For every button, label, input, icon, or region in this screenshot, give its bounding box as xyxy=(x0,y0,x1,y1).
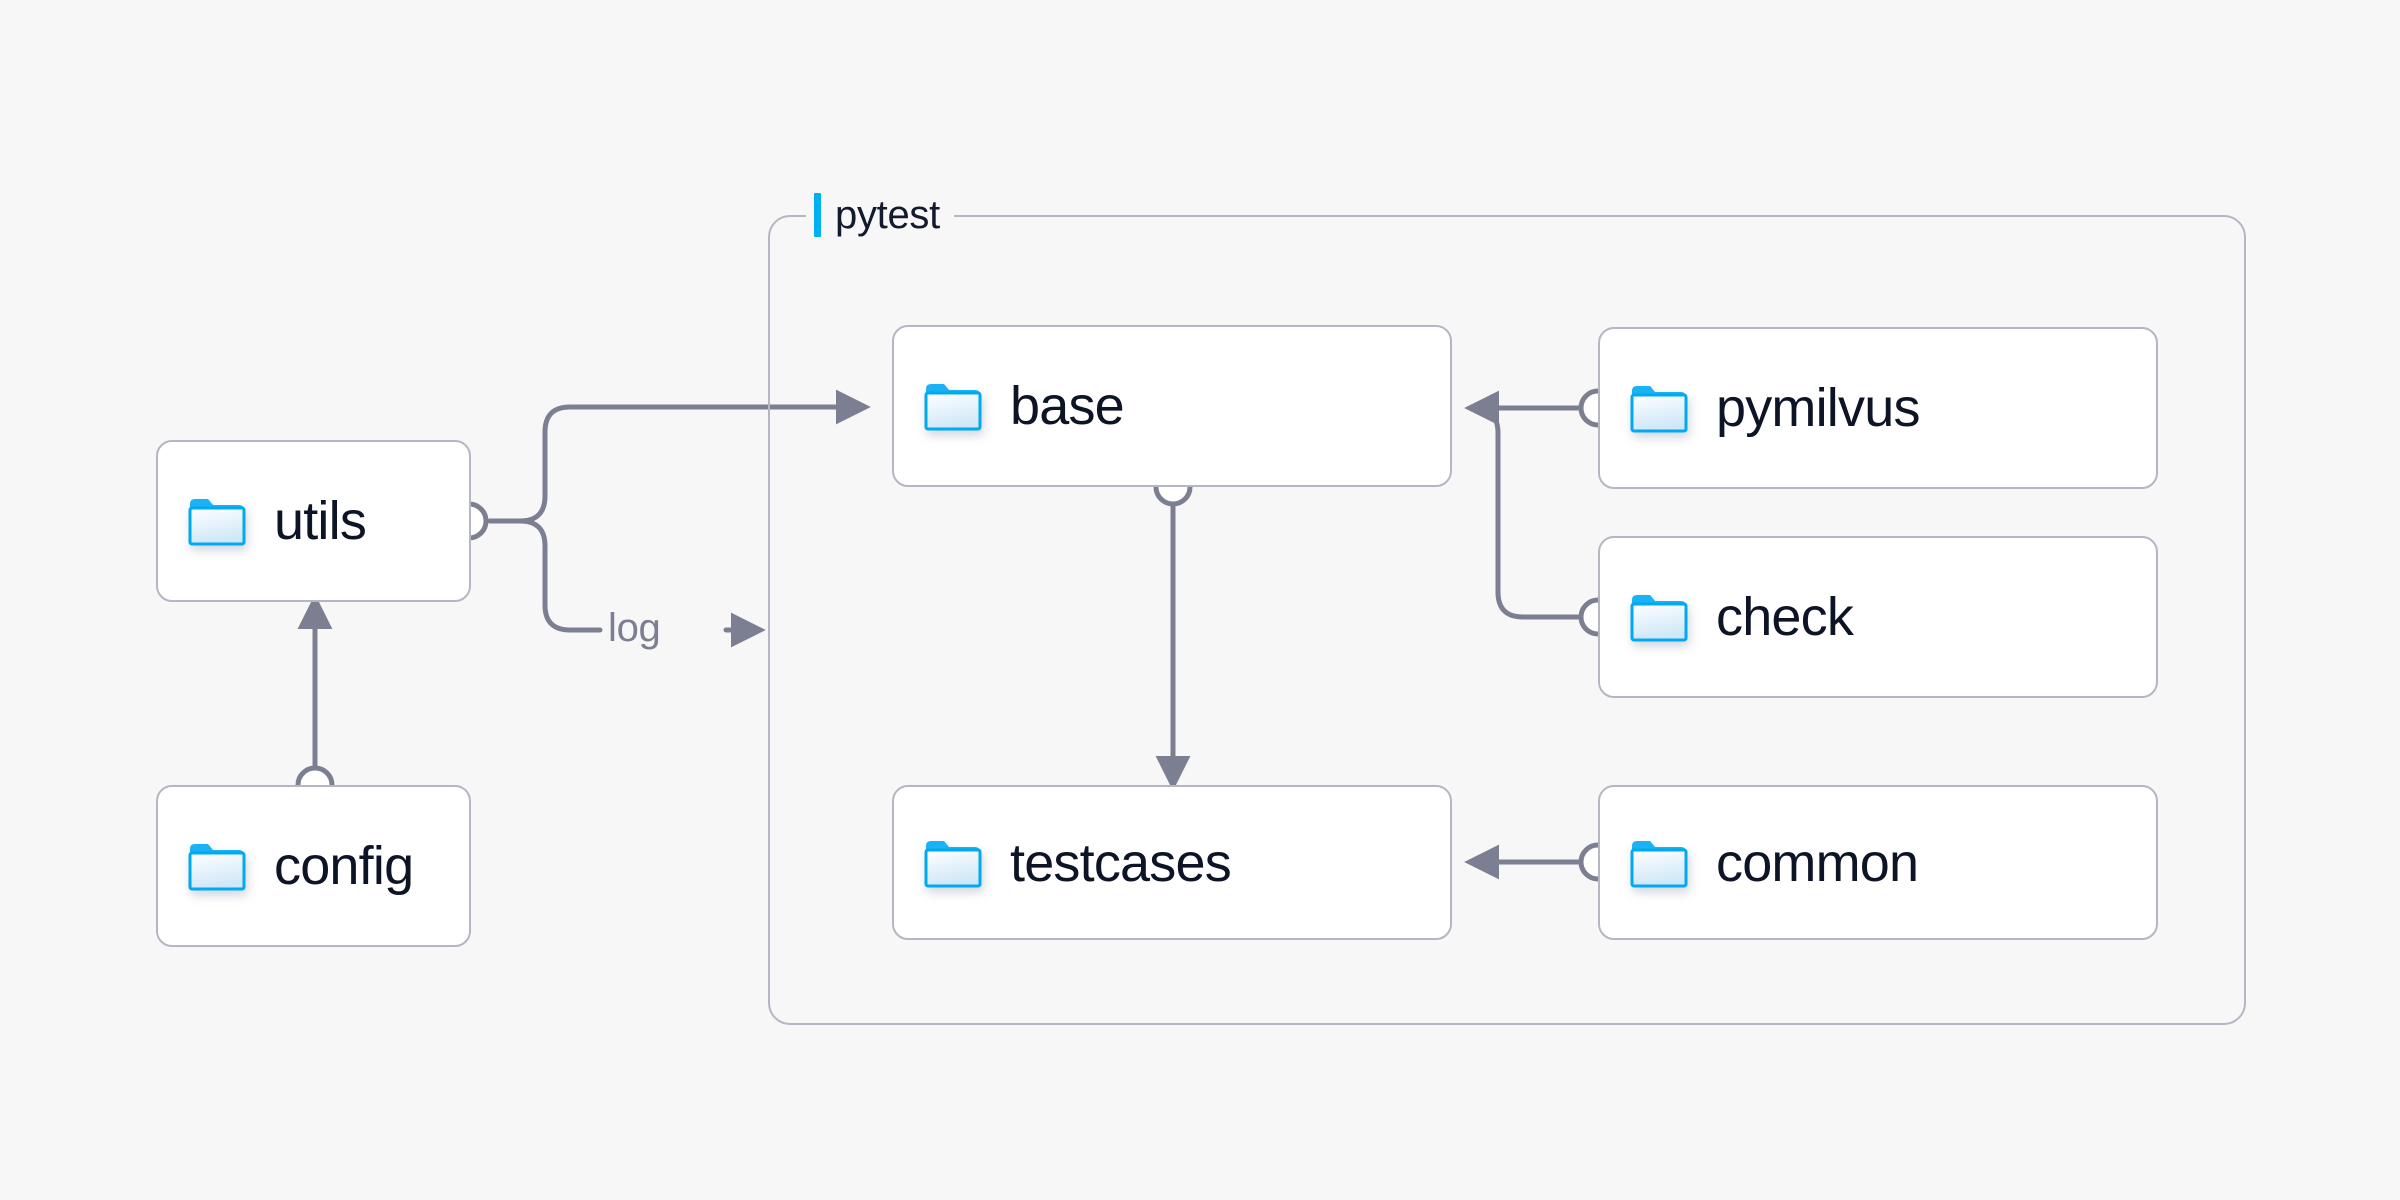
node-label-check: check xyxy=(1716,587,1854,647)
folder-icon xyxy=(924,838,982,888)
node-label-base: base xyxy=(1010,376,1125,436)
node-label-testcases: testcases xyxy=(1010,832,1232,893)
folder-icon xyxy=(1630,838,1688,888)
node-common[interactable]: common xyxy=(1598,785,2158,940)
node-check[interactable]: check xyxy=(1598,536,2158,698)
node-label-pymilvus: pymilvus xyxy=(1716,378,1920,438)
node-utils[interactable]: utils xyxy=(156,440,471,602)
accent-bar-icon xyxy=(814,193,821,237)
pytest-group-label-text: pytest xyxy=(835,193,940,237)
node-base[interactable]: base xyxy=(892,325,1452,487)
pytest-group-label: pytest xyxy=(806,192,954,238)
folder-icon xyxy=(188,841,246,891)
node-label-utils: utils xyxy=(274,491,367,551)
folder-icon xyxy=(1630,592,1688,642)
pytest-group-container[interactable] xyxy=(768,215,2246,1025)
node-config[interactable]: config xyxy=(156,785,471,947)
node-pymilvus[interactable]: pymilvus xyxy=(1598,327,2158,489)
folder-icon xyxy=(1630,383,1688,433)
edge-label-log: log xyxy=(608,606,661,650)
node-label-common: common xyxy=(1716,832,1919,893)
node-testcases[interactable]: testcases xyxy=(892,785,1452,940)
folder-icon xyxy=(924,381,982,431)
edge-utils-to-pytest-log xyxy=(487,518,603,633)
folder-icon xyxy=(188,496,246,546)
node-label-config: config xyxy=(274,836,414,896)
